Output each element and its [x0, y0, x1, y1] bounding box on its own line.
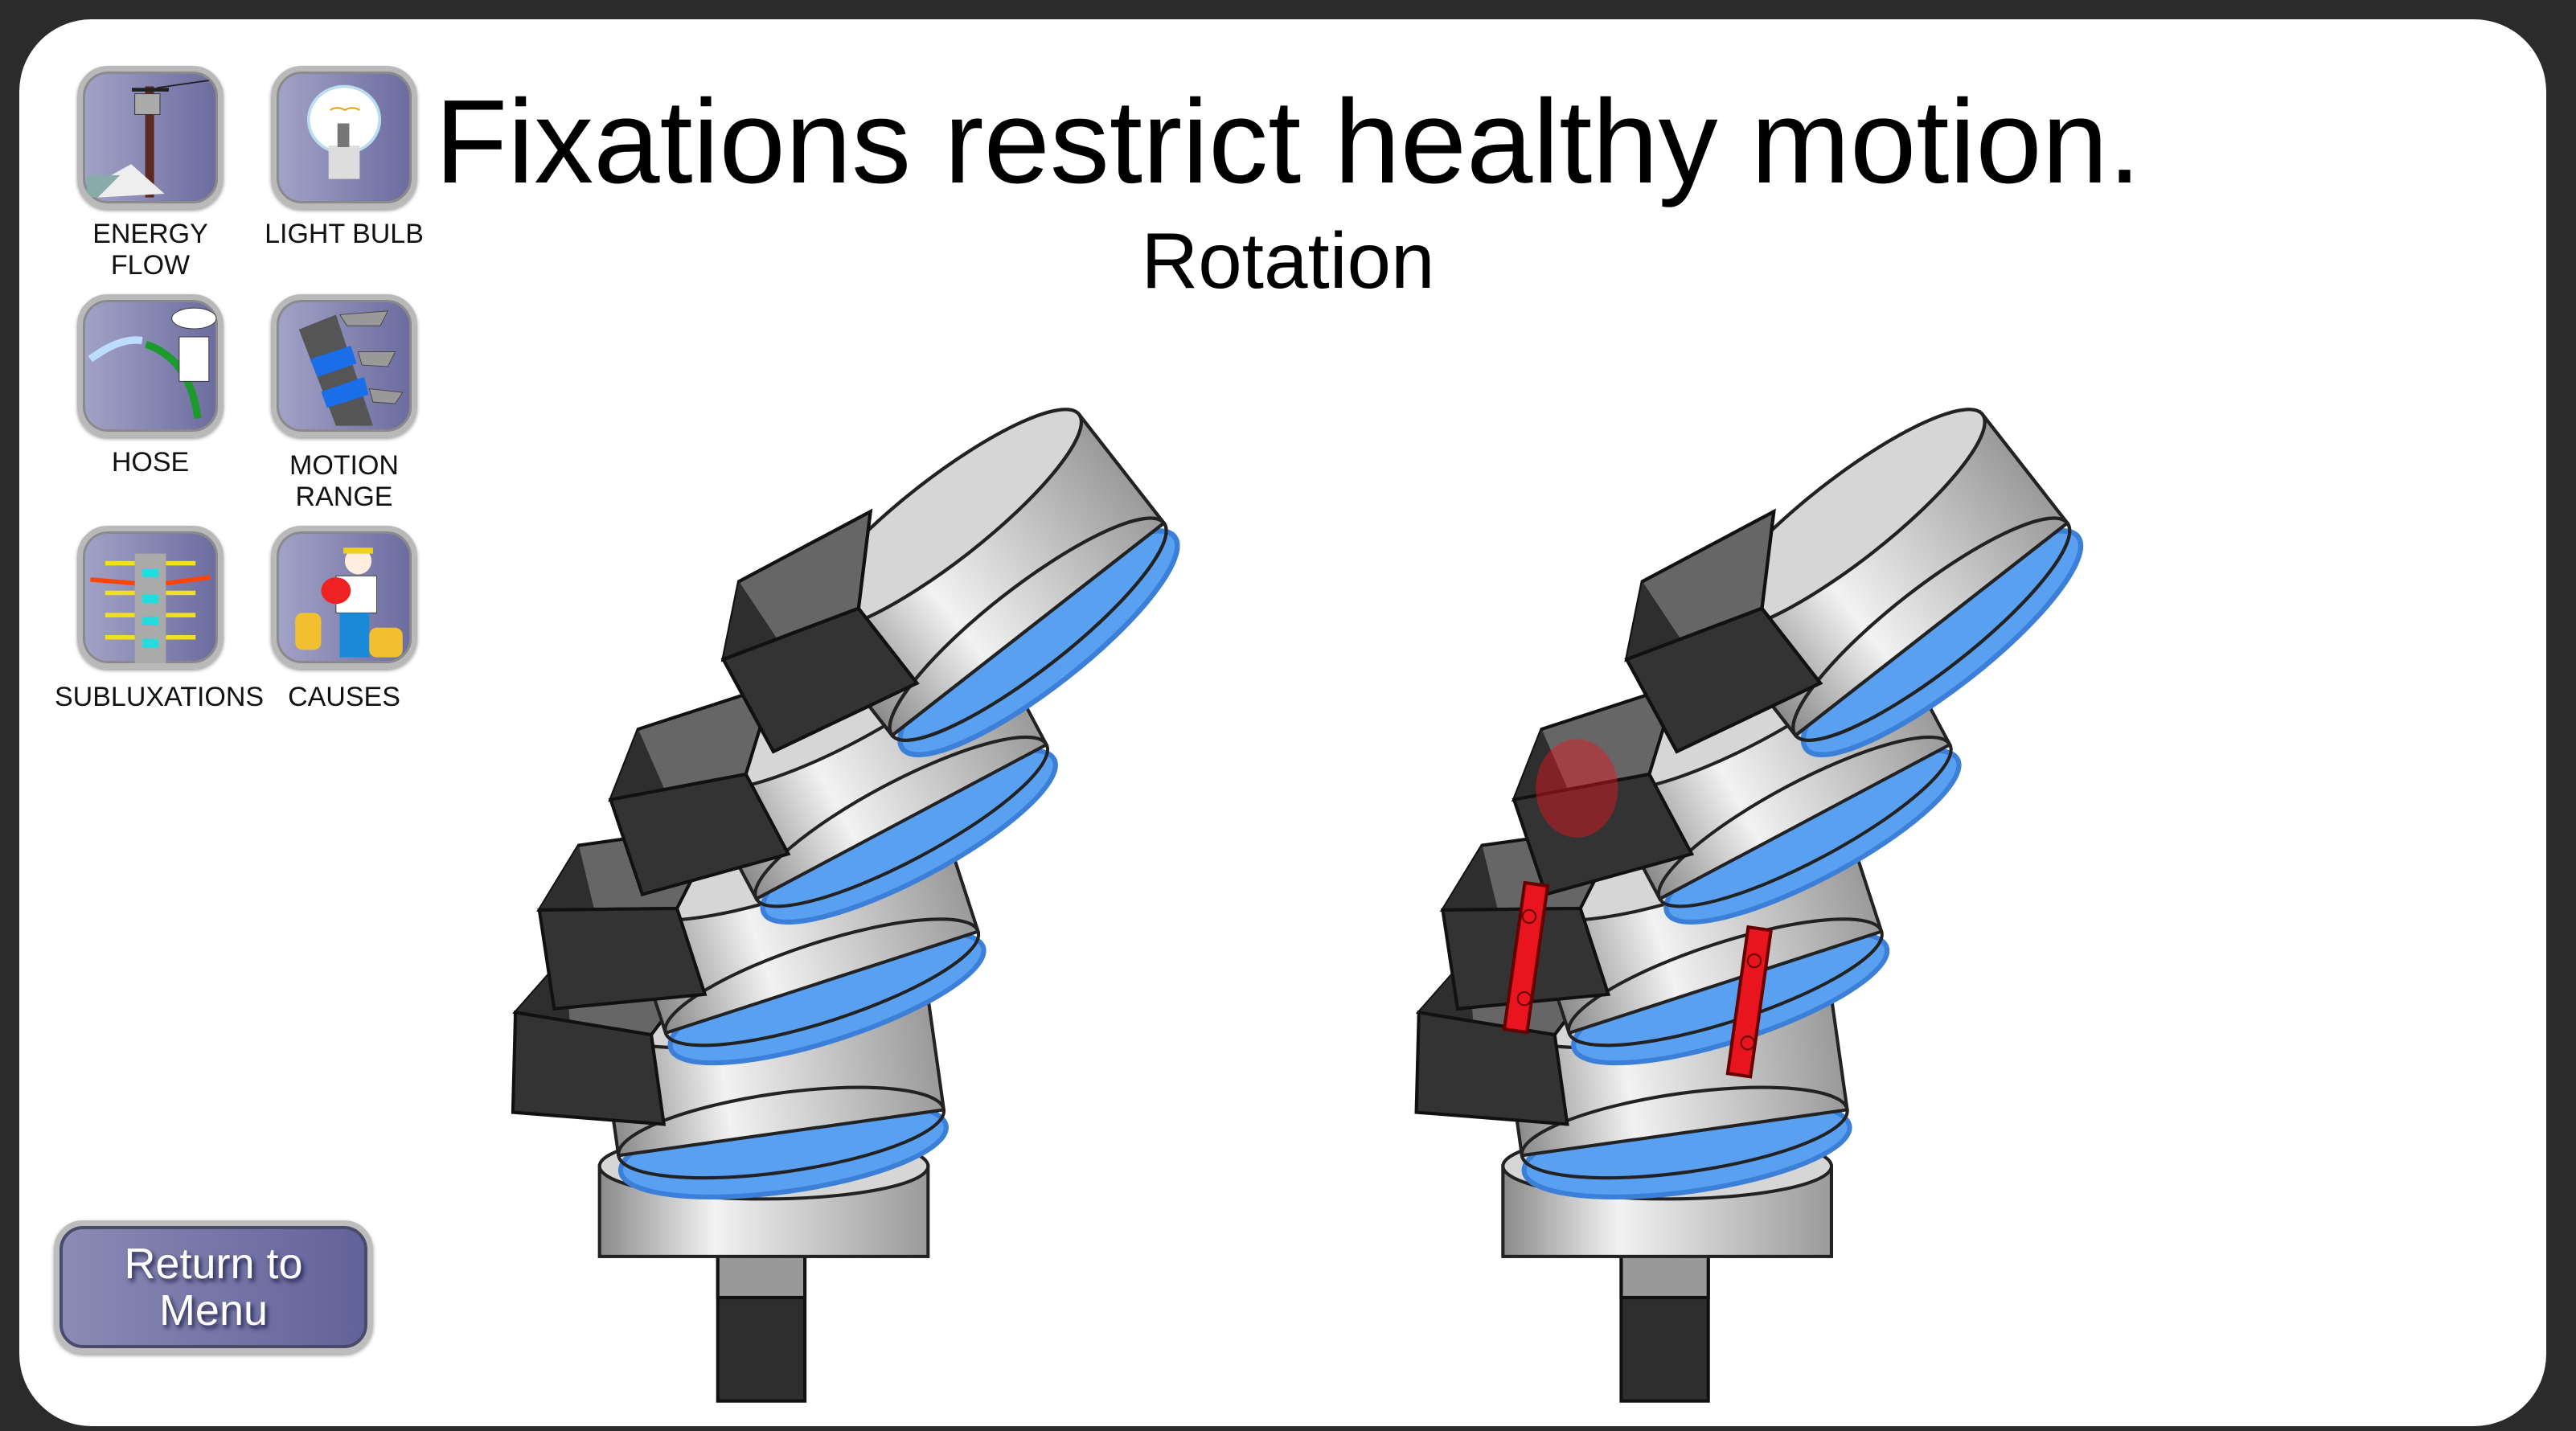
subluxations-label: SUBLUXATIONS	[55, 682, 265, 712]
utility-pole-icon	[86, 80, 209, 198]
page-title: Fixations restrict healthy motion.	[434, 76, 2142, 208]
healthy-spine-illustration	[492, 353, 1202, 1400]
light-bulb-button[interactable]	[271, 66, 417, 209]
light-bulb-label: LIGHT BULB	[265, 219, 424, 249]
motion-range-button[interactable]	[271, 294, 417, 437]
fixation-clip-icon	[1502, 880, 1550, 1035]
slide-card	[19, 19, 2546, 1426]
worker-carrying-bags-icon	[295, 547, 403, 658]
subluxations-button[interactable]	[77, 526, 224, 669]
energy-flow-label: ENERGY FLOW	[92, 219, 208, 281]
subluxation-spine-icon	[90, 553, 211, 663]
light-bulb-icon	[306, 84, 382, 179]
causes-label: CAUSES	[288, 682, 400, 712]
hose-label: HOSE	[111, 447, 190, 478]
hose-icon	[88, 307, 217, 419]
return-to-menu-label: Return to Menu	[124, 1240, 303, 1335]
page-subtitle: Rotation	[1141, 216, 1435, 305]
fixation-clip-icon	[1725, 925, 1774, 1079]
motion-range-label: MOTION RANGE	[289, 450, 399, 512]
causes-button[interactable]	[271, 526, 417, 669]
return-to-menu-button[interactable]: Return to Menu	[54, 1220, 373, 1354]
spine-motion-icon	[298, 310, 404, 426]
energy-flow-button[interactable]	[77, 66, 224, 209]
hose-button[interactable]	[77, 294, 224, 437]
fixated-spine-illustration	[1396, 353, 2106, 1400]
